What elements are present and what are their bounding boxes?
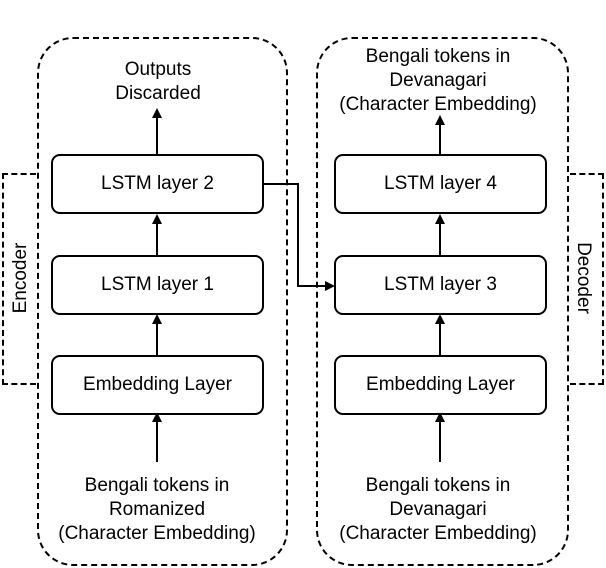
encoder-lstm-layer-1-label: LSTM layer 1 [101, 274, 214, 295]
decoder-lstm-layer-3-label: LSTM layer 3 [384, 274, 497, 295]
encoder-embedding-layer: Embedding Layer [51, 355, 264, 415]
encoder-input-line-3: (Character Embedding) [58, 523, 256, 544]
decoder-bracket [570, 173, 604, 385]
encoder-output-line-1: Outputs [124, 59, 192, 80]
decoder-output-line-3: (Character Embedding) [339, 94, 537, 115]
decoder-lstm-layer-4-label: LSTM layer 4 [384, 173, 497, 194]
decoder-lstm-layer-3: LSTM layer 3 [334, 255, 547, 315]
encoder-label: Encoder [10, 242, 31, 314]
encoder-output-line-2: Discarded [115, 83, 201, 104]
encoder-lstm-layer-1: LSTM layer 1 [51, 255, 264, 315]
encoder-input-text: Bengali tokens in Romanized (Character E… [37, 474, 277, 546]
decoder-output-text: Bengali tokens in Devanagari (Character … [318, 45, 558, 117]
encoder-output-text: Outputs Discarded [58, 58, 258, 106]
decoder-input-text: Bengali tokens in Devanagari (Character … [318, 474, 558, 546]
decoder-input-line-3: (Character Embedding) [339, 523, 537, 544]
encoder-embedding-layer-label: Embedding Layer [83, 374, 232, 395]
decoder-embedding-layer: Embedding Layer [334, 355, 547, 415]
decoder-label: Decoder [573, 242, 594, 314]
decoder-embedding-layer-label: Embedding Layer [366, 374, 515, 395]
encoder-bracket [2, 173, 36, 385]
encoder-panel [37, 37, 288, 566]
encoder-lstm-layer-2-label: LSTM layer 2 [101, 173, 214, 194]
encoder-input-line-1: Bengali tokens in [84, 475, 230, 496]
decoder-output-line-1: Bengali tokens in [365, 46, 511, 67]
decoder-lstm-layer-4: LSTM layer 4 [334, 154, 547, 214]
decoder-input-line-2: Devanagari [389, 499, 487, 520]
decoder-input-line-1: Bengali tokens in [365, 475, 511, 496]
encoder-lstm-layer-2: LSTM layer 2 [51, 154, 264, 214]
decoder-panel [316, 37, 569, 566]
decoder-output-line-2: Devanagari [389, 70, 487, 91]
encoder-input-line-2: Romanized [108, 499, 206, 520]
